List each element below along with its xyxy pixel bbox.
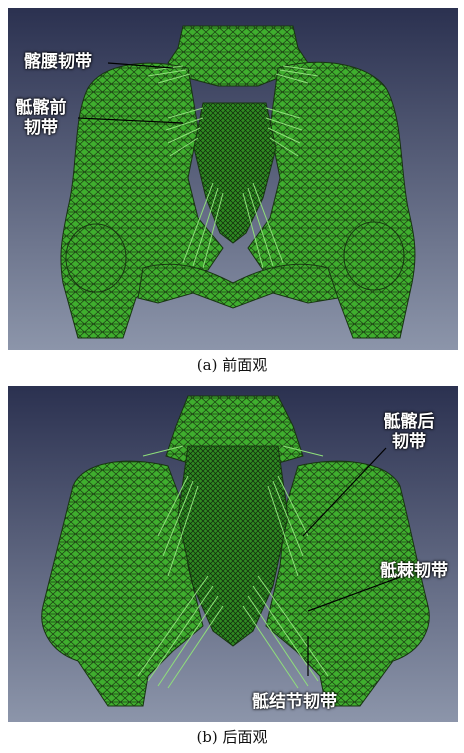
label-posterior-sacroiliac-line1: 骶髂后 — [384, 412, 435, 432]
label-posterior-sacroiliac-line2: 韧带 — [392, 432, 426, 452]
label-posterior-sacroiliac-ligament: 骶髂后 韧带 — [378, 412, 440, 452]
caption-front-view: (a) 前面观 — [0, 354, 464, 375]
label-anterior-sacroiliac-line2: 韧带 — [24, 118, 58, 138]
label-iliolumbar-ligament: 髂腰韧带 — [24, 52, 92, 72]
right-femoral-head — [344, 222, 404, 290]
label-sacrotuberous-ligament: 骶结节韧带 — [252, 692, 337, 712]
left-femoral-head — [66, 224, 126, 292]
label-anterior-sacroiliac-line1: 骶髂前 — [16, 98, 67, 118]
label-sacrospinous-ligament: 骶棘韧带 — [380, 561, 448, 581]
caption-back-view: (b) 后面观 — [0, 726, 464, 747]
label-anterior-sacroiliac-ligament: 骶髂前 韧带 — [10, 98, 72, 138]
